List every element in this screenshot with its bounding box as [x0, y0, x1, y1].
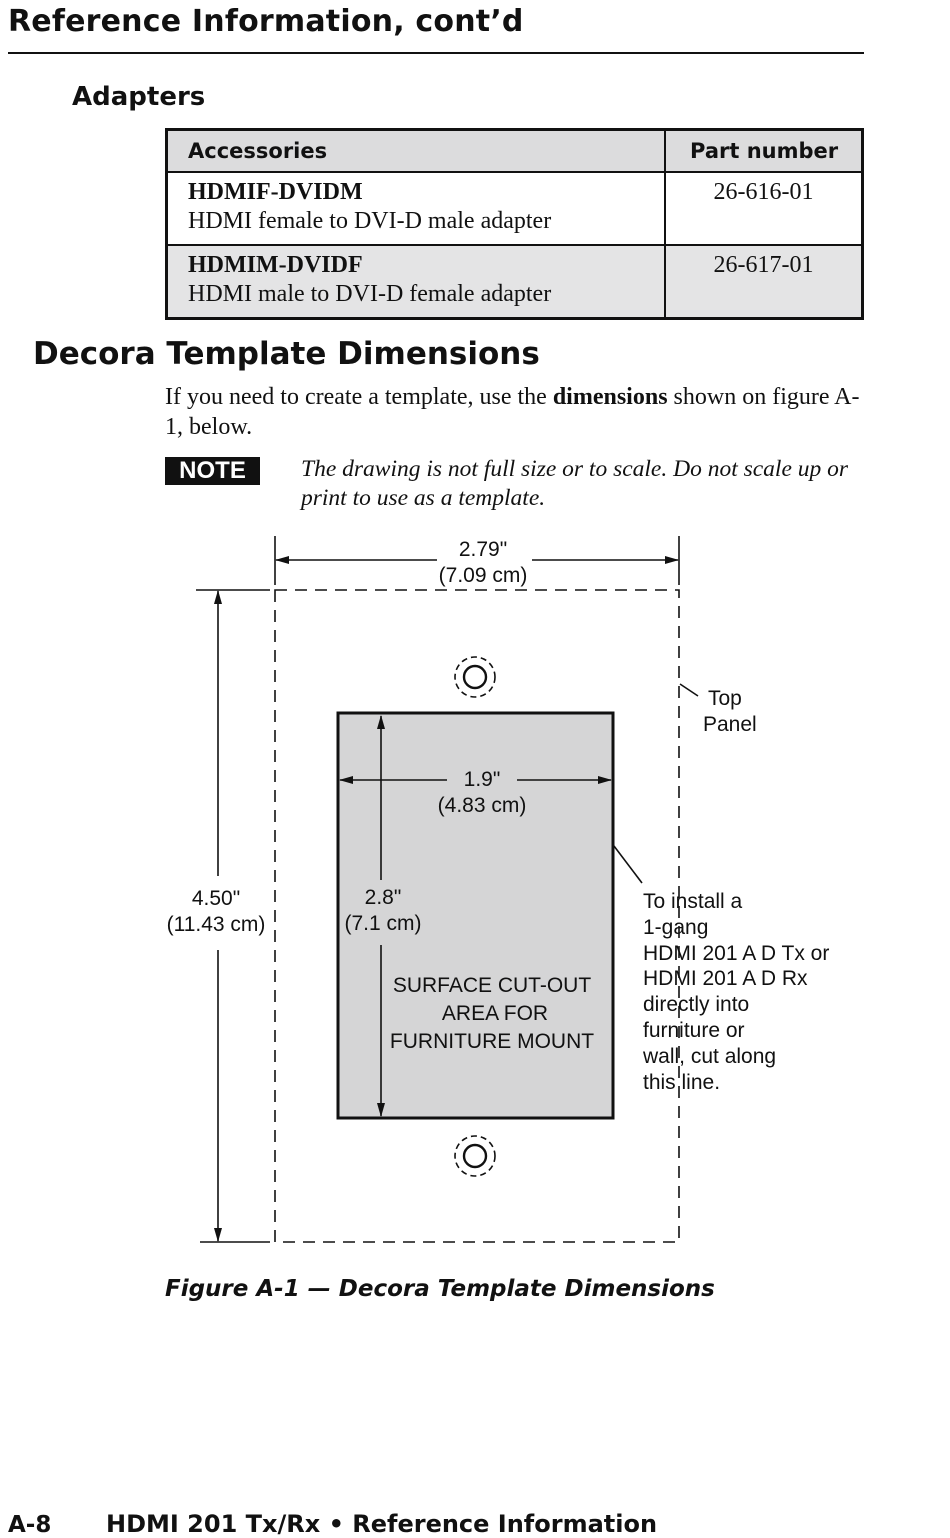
- footer-page-number: A-8: [8, 1512, 52, 1538]
- cutout-width-inches-label: 1.9": [464, 768, 501, 791]
- install-label-line: HDMI 201 A D Rx: [643, 967, 808, 990]
- footer-title: HDMI 201 Tx/Rx • Reference Information: [106, 1510, 658, 1538]
- intro-text-after: shown on figure A-1, below.: [165, 384, 860, 440]
- note-badge: NOTE: [165, 457, 260, 485]
- header-rule: [8, 52, 864, 54]
- top-panel-outline: [274, 589, 680, 1243]
- part-number-cell: 26-617-01: [664, 244, 864, 320]
- cutout-width-cm-label: (4.83 cm): [438, 794, 527, 817]
- figure-caption: Figure A-1 — Decora Template Dimensions: [165, 1276, 715, 1302]
- decora-heading: Decora Template Dimensions: [33, 336, 540, 372]
- column-header-part-number: Part number: [664, 128, 864, 173]
- top-screw-hole: [454, 656, 496, 698]
- install-label-line: this line.: [643, 1071, 720, 1094]
- install-label-line: HDMI 201 A D Tx or: [643, 942, 829, 965]
- accessory-description: HDMI female to DVI-D male adapter: [188, 208, 552, 234]
- accessory-cell: HDMIF-DVIDM HDMI female to DVI-D male ad…: [165, 171, 666, 246]
- install-label-line: 1-gang: [643, 916, 708, 939]
- width-cm-label: (7.09 cm): [439, 564, 528, 587]
- install-label-line: wall, cut along: [642, 1045, 776, 1068]
- top-panel-label-line: Top: [708, 687, 742, 710]
- cutout-height-inches-label: 2.8": [365, 886, 402, 909]
- table-row: HDMIF-DVIDM HDMI female to DVI-D male ad…: [165, 171, 864, 246]
- install-label-line: To install a: [643, 890, 743, 913]
- accessory-model: HDMIM-DVIDF: [188, 252, 363, 278]
- accessory-model: HDMIF-DVIDM: [188, 179, 363, 205]
- install-label-line: directly into: [643, 993, 749, 1016]
- cutout-area: [336, 711, 615, 1120]
- cutout-label-line: SURFACE CUT-OUT: [393, 974, 592, 997]
- accessory-cell: HDMIM-DVIDF HDMI male to DVI-D female ad…: [165, 244, 666, 320]
- top-panel-leader: [679, 683, 699, 697]
- install-label-line: furniture or: [643, 1019, 745, 1042]
- width-inches-label: 2.79": [459, 538, 507, 561]
- cutout-height-cm-label: (7.1 cm): [344, 912, 421, 935]
- accessory-description: HDMI male to DVI-D female adapter: [188, 281, 552, 307]
- height-inches-label: 4.50": [192, 887, 240, 910]
- column-header-accessories: Accessories: [165, 128, 666, 173]
- table-header-row: Accessories Part number: [165, 128, 864, 173]
- top-panel-label-line: Panel: [703, 713, 757, 736]
- intro-paragraph: If you need to create a template, use th…: [165, 382, 865, 442]
- page-header: Reference Information, cont’d: [8, 4, 524, 39]
- bottom-screw-hole: [454, 1135, 496, 1177]
- intro-text-bold: dimensions: [552, 384, 668, 410]
- cutout-label-line: FURNITURE MOUNT: [390, 1030, 594, 1053]
- cutout-label-line: AREA FOR: [442, 1002, 548, 1025]
- adapters-table: Accessories Part number HDMIF-DVIDM HDMI…: [165, 128, 864, 320]
- install-leader: [613, 845, 643, 884]
- part-number-cell: 26-616-01: [664, 171, 864, 246]
- height-cm-label: (11.43 cm): [167, 913, 266, 936]
- table-row: HDMIM-DVIDF HDMI male to DVI-D female ad…: [165, 244, 864, 320]
- intro-text-before: If you need to create a template, use th…: [165, 384, 553, 410]
- note-text: The drawing is not full size or to scale…: [301, 456, 849, 511]
- adapters-heading: Adapters: [72, 82, 206, 112]
- install-instructions: To install a 1-gang HDMI 201 A D Tx or H…: [642, 890, 829, 1094]
